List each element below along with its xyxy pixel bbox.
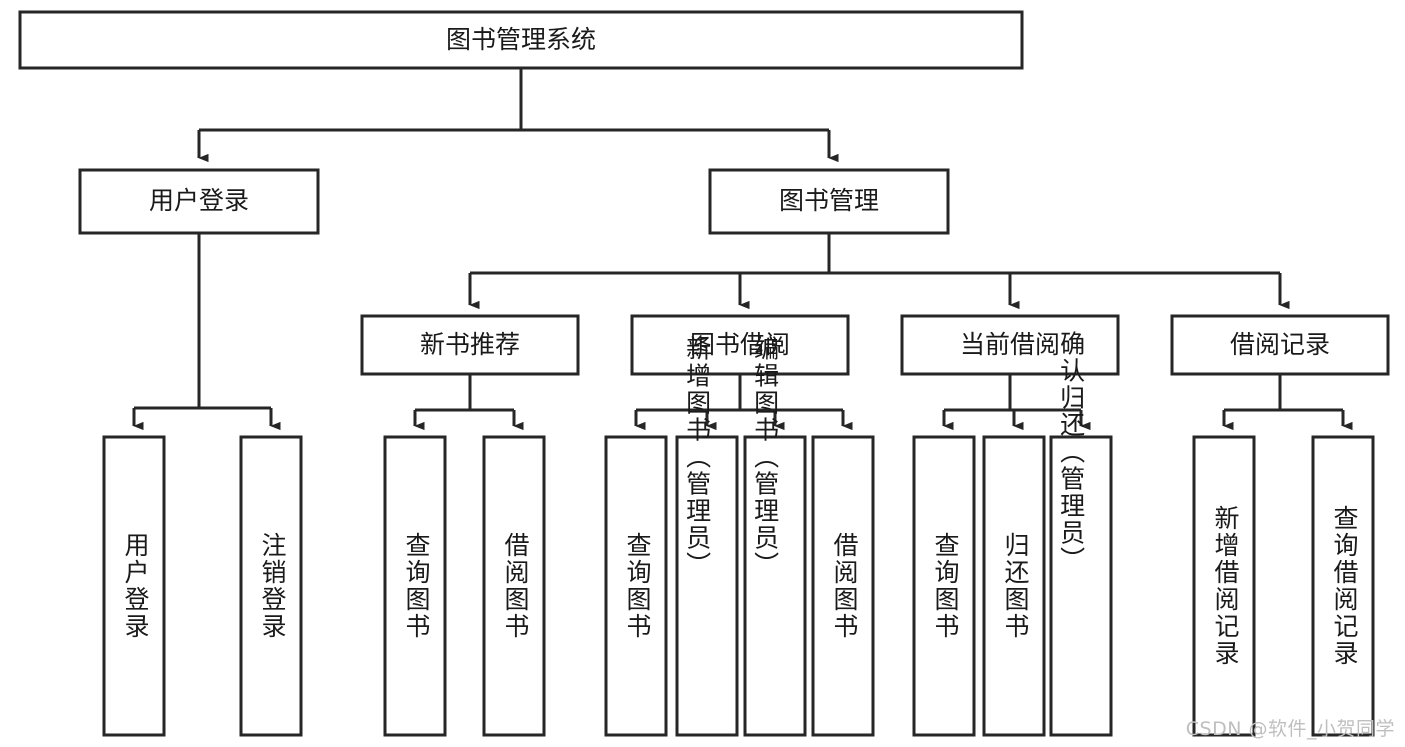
node-book-borrow-label: 图书借阅 (690, 330, 790, 359)
leaf-bb-edit-book-admin-label: 编辑图书（管理员） (751, 336, 780, 579)
leaf-user-login-label: 用户登录 (121, 532, 150, 640)
leaf-nbr-query-book[interactable]: 查询图书 (383, 435, 447, 737)
node-new-book-recommend-label: 新书推荐 (420, 330, 520, 359)
leaf-bb-borrow-book[interactable]: 借阅图书 (811, 435, 875, 737)
node-borrow-record[interactable]: 借阅记录 (1170, 314, 1390, 376)
leaf-bb-add-book-admin-label: 新增图书（管理员） (683, 336, 712, 579)
leaf-cb-query-book-label: 查询图书 (931, 532, 960, 640)
leaf-cb-query-book[interactable]: 查询图书 (912, 435, 976, 737)
leaf-user-login[interactable]: 用户登录 (102, 435, 166, 737)
leaf-logout[interactable]: 注销登录 (239, 435, 303, 737)
node-root-label: 图书管理系统 (446, 25, 596, 54)
node-new-book-recommend[interactable]: 新书推荐 (360, 314, 580, 376)
node-current-borrow[interactable]: 当前借阅 (900, 314, 1120, 376)
node-user-login[interactable]: 用户登录 (78, 168, 320, 235)
leaf-bb-borrow-book-label: 借阅图书 (830, 532, 859, 640)
leaf-br-query-record-label: 查询借阅记录 (1330, 505, 1359, 667)
node-current-borrow-label: 当前借阅 (960, 330, 1060, 359)
node-book-manage[interactable]: 图书管理 (708, 168, 950, 235)
leaf-logout-label: 注销登录 (258, 532, 287, 640)
leaf-bb-query-book-label: 查询图书 (623, 532, 652, 640)
leaf-cb-confirm-return-admin[interactable]: 确认归还（管理员） (1049, 331, 1113, 737)
leaf-bb-query-book[interactable]: 查询图书 (604, 435, 668, 737)
leaf-nbr-query-book-label: 查询图书 (402, 532, 431, 640)
leaf-br-query-record[interactable]: 查询借阅记录 (1311, 435, 1375, 737)
leaf-br-add-record-label: 新增借阅记录 (1211, 505, 1240, 667)
node-book-borrow[interactable]: 图书借阅 (630, 314, 850, 376)
leaf-bb-edit-book-admin[interactable]: 编辑图书（管理员） (743, 336, 807, 737)
leaf-cb-return-book[interactable]: 归还图书 (982, 435, 1046, 737)
node-borrow-record-label: 借阅记录 (1230, 330, 1330, 359)
leaf-nbr-borrow-book-label: 借阅图书 (501, 532, 530, 640)
leaf-br-add-record[interactable]: 新增借阅记录 (1192, 435, 1256, 737)
edge-layer (132, 68, 1353, 431)
leaf-nbr-borrow-book[interactable]: 借阅图书 (482, 435, 546, 737)
leaf-cb-return-book-label: 归还图书 (1001, 532, 1030, 640)
node-layer: 图书管理系统 用户登录 图书管理 新书推荐 图书借阅 当前 (18, 10, 1390, 737)
leaf-bb-add-book-admin[interactable]: 新增图书（管理员） (675, 336, 739, 737)
node-book-manage-label: 图书管理 (779, 186, 879, 215)
leaf-cb-confirm-return-admin-label: 确认归还（管理员） (1057, 331, 1086, 574)
node-user-login-label: 用户登录 (149, 186, 249, 215)
node-root[interactable]: 图书管理系统 (18, 10, 1024, 70)
